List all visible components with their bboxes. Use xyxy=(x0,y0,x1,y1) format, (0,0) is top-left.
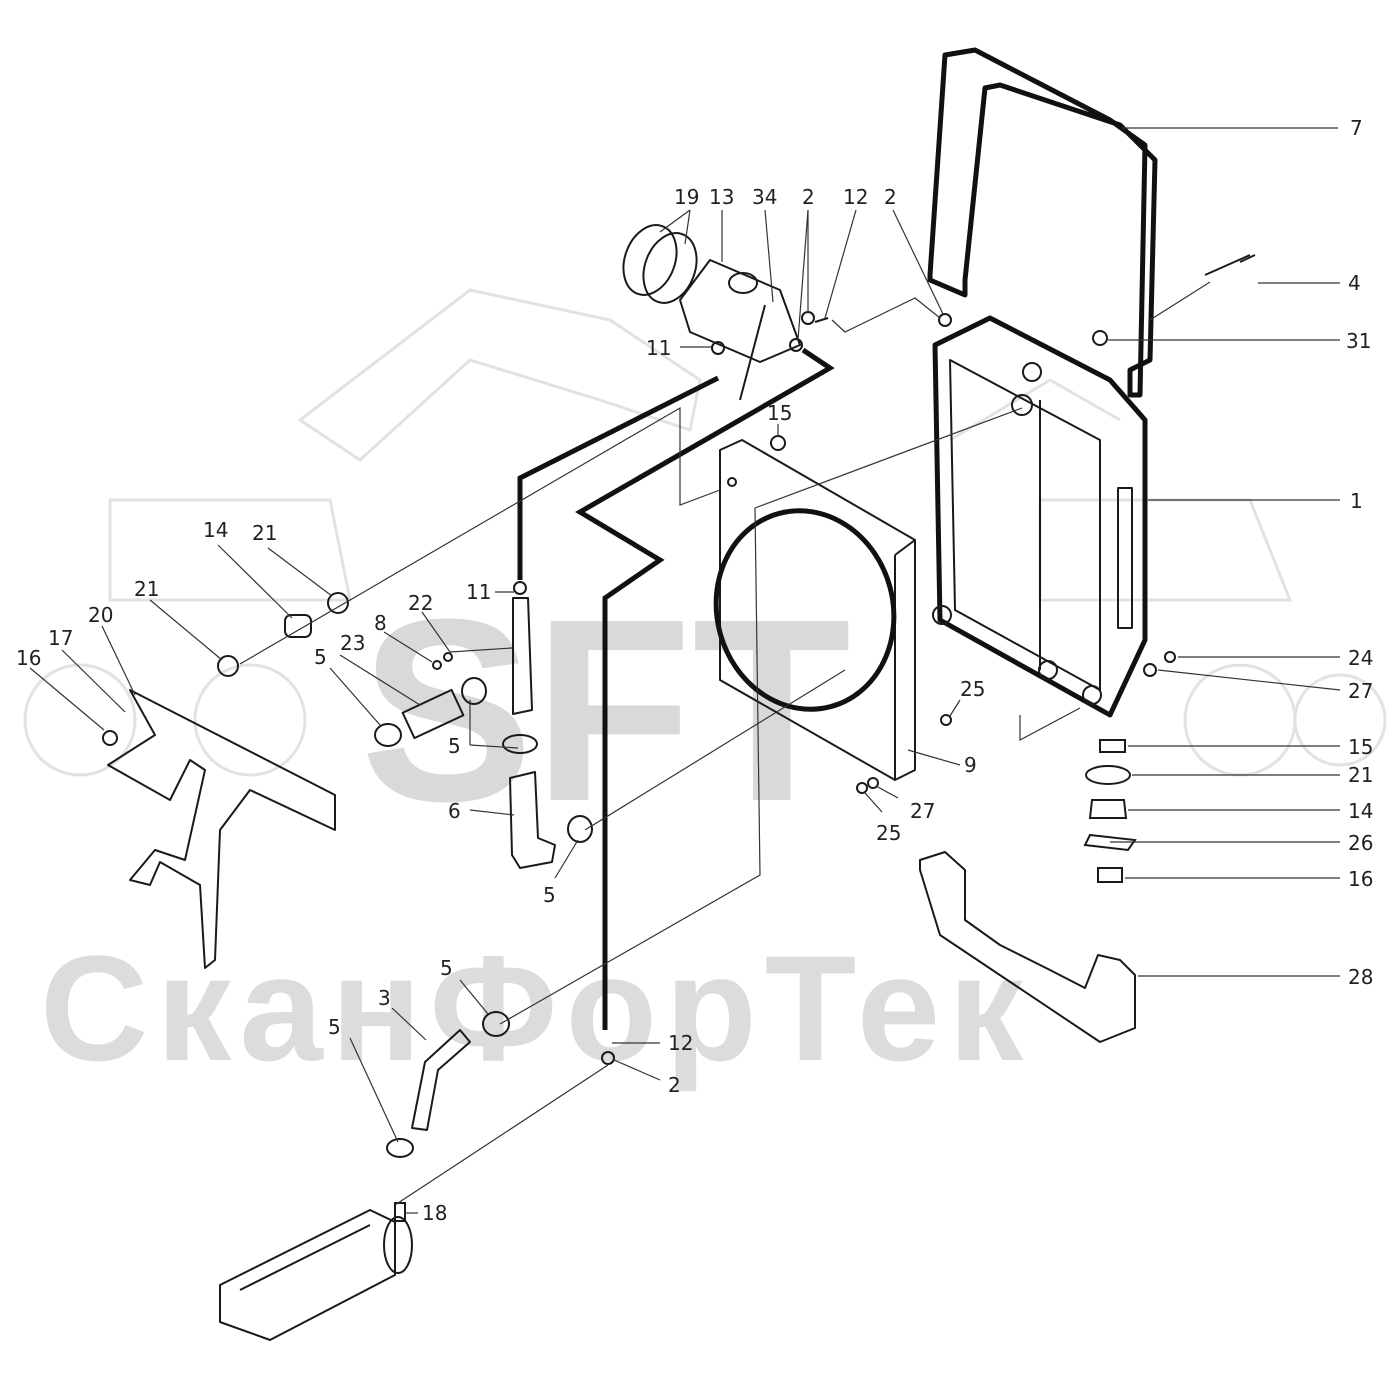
callout-3: 3 xyxy=(378,986,391,1010)
callout-labels: 7 4 31 1 24 27 15 21 14 26 16 28 19 13 3… xyxy=(16,116,1373,1225)
callout-25: 25 xyxy=(876,821,901,845)
callout-5: 5 xyxy=(328,1015,341,1039)
callout-25: 25 xyxy=(960,677,985,701)
connection-lines xyxy=(239,281,1211,1206)
part-lower-hose-3 xyxy=(411,1029,471,1131)
callout-14: 14 xyxy=(1348,799,1373,823)
callout-2: 2 xyxy=(884,185,897,209)
callout-9: 9 xyxy=(964,753,977,777)
part-clamps-19 xyxy=(622,224,698,304)
leader-lines xyxy=(29,127,1341,1214)
callout-15: 15 xyxy=(1348,735,1373,759)
callout-27: 27 xyxy=(910,799,935,823)
callout-7: 7 xyxy=(1350,116,1363,140)
callout-4: 4 xyxy=(1348,271,1361,295)
callout-16: 16 xyxy=(1348,867,1373,891)
watermark-brand-text: СканФорТек xyxy=(40,924,1031,1092)
parts xyxy=(29,47,1341,1341)
callout-11: 11 xyxy=(646,336,671,360)
part-cooler-18 xyxy=(219,1209,413,1341)
callout-12: 12 xyxy=(668,1031,693,1055)
callout-14: 14 xyxy=(203,518,228,542)
callout-5: 5 xyxy=(448,734,461,758)
callout-13: 13 xyxy=(709,185,734,209)
callout-2: 2 xyxy=(668,1073,681,1097)
callout-17: 17 xyxy=(48,626,73,650)
callout-1: 1 xyxy=(1350,489,1363,513)
callout-21: 21 xyxy=(134,577,159,601)
part-tee-fitting xyxy=(512,597,533,715)
part-short-hose-23 xyxy=(401,688,465,740)
callout-23: 23 xyxy=(340,631,365,655)
callout-28: 28 xyxy=(1348,965,1373,989)
callout-18: 18 xyxy=(422,1201,447,1225)
callout-22: 22 xyxy=(408,591,433,615)
callout-21: 21 xyxy=(252,521,277,545)
callout-8: 8 xyxy=(374,611,387,635)
callout-16: 16 xyxy=(16,646,41,670)
part-bracket-28 xyxy=(919,851,1136,1043)
part-expansion-tank xyxy=(679,259,801,401)
hardware xyxy=(102,254,1256,1222)
part-fan-shroud xyxy=(713,439,916,781)
part-radiator xyxy=(932,315,1148,718)
callout-34: 34 xyxy=(752,185,777,209)
part-elbow-hose-6 xyxy=(509,771,556,869)
part-shroud-frame xyxy=(927,47,1158,398)
part-vent-hose-upper xyxy=(517,375,720,580)
callout-21: 21 xyxy=(1348,763,1373,787)
callout-19: 19 xyxy=(674,185,699,209)
callout-24: 24 xyxy=(1348,646,1373,670)
callout-6: 6 xyxy=(448,799,461,823)
callout-11: 11 xyxy=(466,580,491,604)
callout-26: 26 xyxy=(1348,831,1373,855)
callout-5: 5 xyxy=(440,956,453,980)
part-vent-hose-lower xyxy=(575,347,835,1030)
part-mount-bracket-20 xyxy=(107,689,336,969)
callout-27: 27 xyxy=(1348,679,1373,703)
callout-20: 20 xyxy=(88,603,113,627)
callout-5: 5 xyxy=(314,645,327,669)
callout-12: 12 xyxy=(843,185,868,209)
callout-5: 5 xyxy=(543,883,556,907)
callout-15: 15 xyxy=(767,401,792,425)
watermark: SFT СканФорТек xyxy=(23,288,1387,1092)
callout-31: 31 xyxy=(1346,329,1371,353)
callout-2: 2 xyxy=(802,185,815,209)
